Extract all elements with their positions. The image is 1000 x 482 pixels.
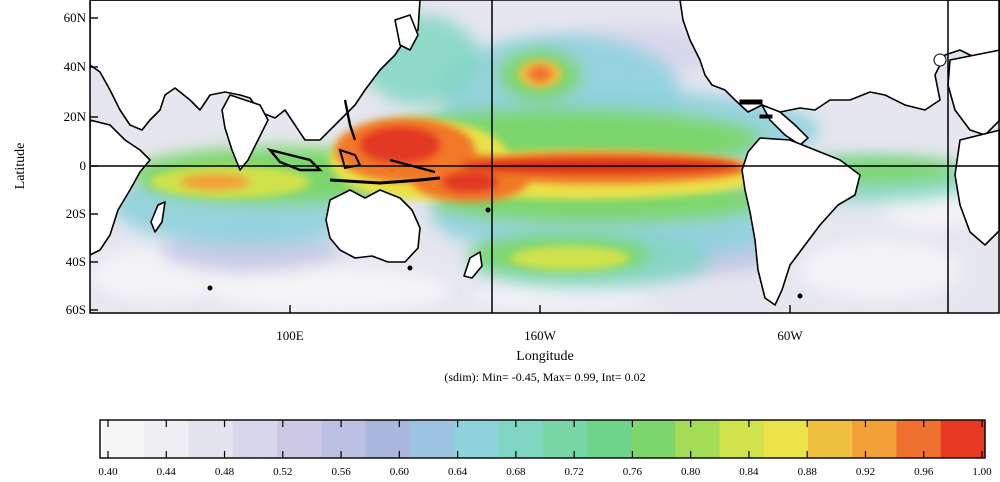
lat-tick-marks — [90, 17, 98, 311]
colorbar-cell — [763, 420, 809, 458]
y-axis-label: Latitude — [13, 143, 28, 190]
lat-tick-label: 20N — [64, 109, 87, 124]
colorbar-cell — [454, 420, 499, 458]
colorbar-tick-label: 0.52 — [273, 466, 292, 478]
colorbar-tick-label: 0.96 — [914, 466, 934, 478]
colorbar-ticks — [107, 420, 983, 458]
colorbar-cell — [586, 420, 632, 458]
colorbar-cell — [852, 420, 898, 458]
lat-tick-label: 60N — [64, 10, 87, 25]
colorbar-tick-label: 0.84 — [739, 466, 759, 478]
colorbar-cell — [631, 420, 676, 458]
colorbar-tick-label: 1.00 — [972, 466, 992, 478]
lon-tick-marks — [289, 305, 791, 313]
colorbar-tick-label: 0.76 — [623, 466, 643, 478]
lon-tick-label: 60W — [777, 328, 803, 343]
colorbar-tick-label: 0.64 — [448, 466, 468, 478]
colorbar-tick-label: 0.80 — [681, 466, 701, 478]
land-australia — [325, 189, 421, 263]
land-central-america — [761, 104, 809, 146]
colorbar-cell — [100, 420, 145, 458]
lat-tick-label: 0 — [80, 158, 87, 173]
colorbar-cell — [188, 420, 234, 458]
land-north-america — [679, 0, 1000, 113]
colorbar-cell — [542, 420, 588, 458]
lon-tick-labels: 100E 160W 60W — [276, 328, 803, 343]
lat-tick-label: 60S — [66, 302, 86, 317]
land-new-zealand — [463, 251, 483, 279]
land-eurasia — [90, 0, 421, 141]
colorbar-cell — [277, 420, 322, 458]
correlation-field — [90, 0, 1000, 313]
maritime-islands — [207, 53, 947, 299]
colorbar-tick-labels: 0.40 0.44 0.48 0.52 0.56 0.60 0.64 0.68 0.72 0.76… — [98, 466, 992, 478]
land-madagascar — [150, 201, 166, 233]
colorbar-tick-label: 0.72 — [565, 466, 584, 478]
colorbar-cell — [896, 420, 942, 458]
land-kamchatka — [394, 14, 419, 51]
colorbar-tick-label: 0.92 — [856, 466, 875, 478]
land-africa — [90, 119, 151, 256]
land-india — [221, 94, 269, 171]
land-africa-west — [954, 129, 1000, 246]
colorbar-cell — [940, 420, 986, 458]
colorbar-tick-label: 0.56 — [331, 466, 351, 478]
colorbar-cells — [100, 420, 986, 458]
map-frame — [89, 0, 1000, 314]
colorbar-tick-label: 0.60 — [390, 466, 410, 478]
colorbar-tick-label: 0.48 — [215, 466, 235, 478]
colorbar-tick-label: 0.68 — [506, 466, 526, 478]
colorbar-cell — [409, 420, 455, 458]
lat-tick-label: 40S — [66, 254, 86, 269]
lon-tick-label: 100E — [276, 328, 304, 343]
colorbar-cell — [365, 420, 411, 458]
x-axis-label: Longitude — [516, 349, 574, 364]
map-panel: 60N 40N 20N 0 20S 40S 60S Latitude 100E … — [13, 0, 1000, 384]
colorbar-cell — [675, 420, 721, 458]
colorbar-cell — [232, 420, 278, 458]
colorbar-cell — [498, 420, 544, 458]
colorbar-frame — [99, 419, 986, 459]
colorbar-cell — [808, 420, 853, 458]
colorbar: 0.40 0.44 0.48 0.52 0.56 0.60 0.64 0.68 0.72 0.76… — [98, 419, 992, 478]
colorbar-cell — [719, 420, 765, 458]
colorbar-tick-label: 0.88 — [798, 466, 818, 478]
lat-tick-labels: 60N 40N 20N 0 20S 40S 60S — [64, 10, 87, 317]
land-masses — [90, 0, 1000, 306]
colorbar-tick-label: 0.44 — [157, 466, 177, 478]
colorbar-cell — [321, 420, 367, 458]
land-south-america — [741, 137, 861, 306]
stats-line: (sdim): Min= -0.45, Max= 0.99, Int= 0.02 — [444, 370, 645, 384]
colorbar-tick-label: 0.40 — [98, 466, 118, 478]
lon-tick-label: 160W — [524, 328, 557, 343]
lat-tick-label: 20S — [66, 206, 86, 221]
lat-tick-label: 40N — [64, 59, 87, 74]
